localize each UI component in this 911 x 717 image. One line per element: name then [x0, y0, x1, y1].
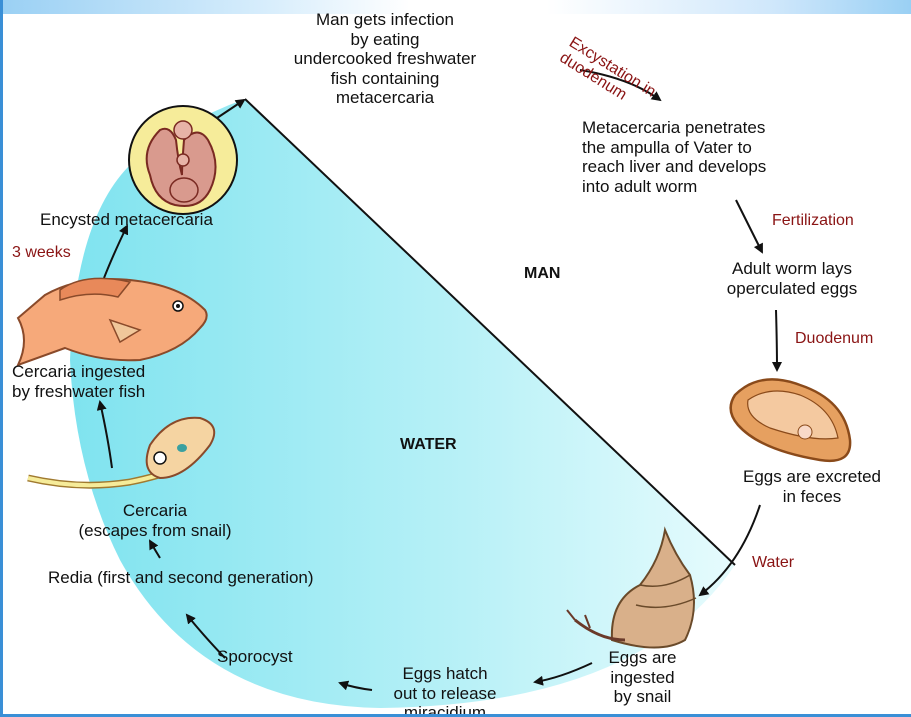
frame-border — [0, 0, 911, 717]
life-cycle-diagram: Man gets infection by eating undercooked… — [0, 0, 911, 717]
